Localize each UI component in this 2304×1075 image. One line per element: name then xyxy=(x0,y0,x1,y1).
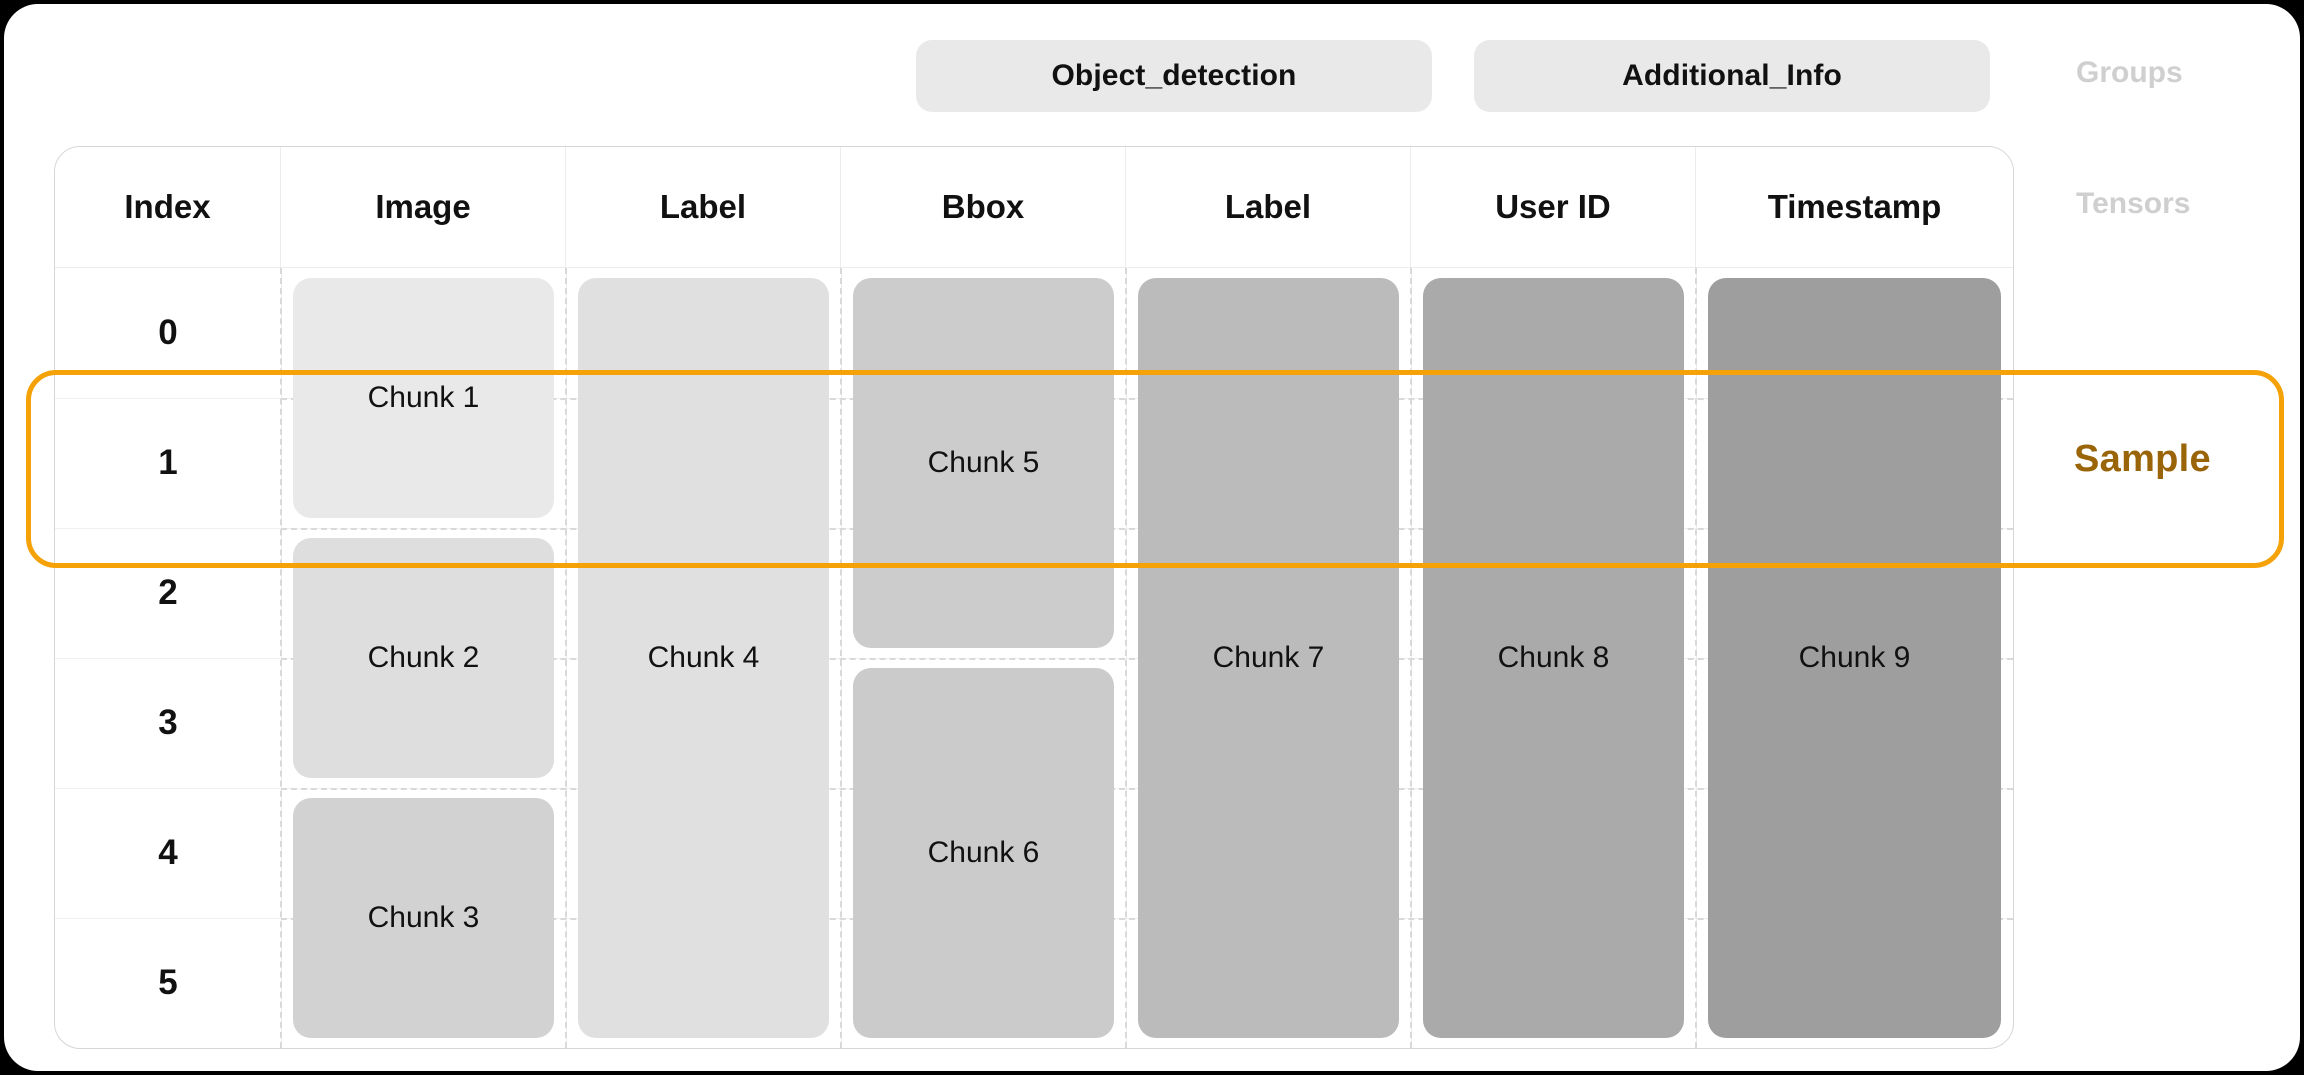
column-header-label2[interactable]: Label xyxy=(1126,147,1411,267)
groups-row: Object_detection Additional_Info xyxy=(4,40,2300,112)
tensors-legend-label: Tensors xyxy=(2076,187,2191,220)
chunk-label: Chunk 4 xyxy=(647,641,760,674)
groups-legend-label: Groups xyxy=(2076,56,2183,89)
column-header-user_id[interactable]: User ID xyxy=(1411,147,1696,267)
chunk-block[interactable]: Chunk 5 xyxy=(853,278,1114,648)
chunk-label: Chunk 7 xyxy=(1212,641,1325,674)
column-header-label: Label xyxy=(659,188,747,225)
chunk-block[interactable]: Chunk 8 xyxy=(1423,278,1684,1038)
app-card: Object_detection Additional_Info Groups … xyxy=(4,4,2300,1071)
group-chip-label: Object_detection xyxy=(1051,59,1297,92)
index-cell-2[interactable]: 2 xyxy=(55,528,281,658)
column-header-label: Image xyxy=(375,188,471,225)
index-cell-value: 2 xyxy=(158,573,178,612)
column-header-label: Label xyxy=(1224,188,1312,225)
chunk-label: Chunk 1 xyxy=(367,381,480,414)
tensors-table: Index Image Label Bbox Label User ID Timestamp… xyxy=(54,146,2014,1049)
group-chip-label: Additional_Info xyxy=(1622,59,1842,92)
column-header-timestamp[interactable]: Timestamp xyxy=(1696,147,2013,267)
chunk-label: Chunk 8 xyxy=(1497,641,1610,674)
index-cell-0[interactable]: 0 xyxy=(55,268,281,398)
column-header-image[interactable]: Image xyxy=(281,147,566,267)
column-header-label: User ID xyxy=(1495,188,1611,225)
index-cell-value: 0 xyxy=(158,313,178,352)
chunk-label: Chunk 6 xyxy=(927,836,1040,869)
group-chip-object-detection[interactable]: Object_detection xyxy=(916,40,1432,112)
chunk-label: Chunk 3 xyxy=(367,901,480,934)
index-cell-4[interactable]: 4 xyxy=(55,788,281,918)
chunk-block[interactable]: Chunk 1 xyxy=(293,278,554,518)
group-chip-additional-info[interactable]: Additional_Info xyxy=(1474,40,1990,112)
column-header-label1[interactable]: Label xyxy=(566,147,841,267)
chunk-block[interactable]: Chunk 9 xyxy=(1708,278,2001,1038)
chunk-block[interactable]: Chunk 2 xyxy=(293,538,554,778)
column-header-index[interactable]: Index xyxy=(55,147,281,267)
chunk-block[interactable]: Chunk 3 xyxy=(293,798,554,1038)
index-cell-5[interactable]: 5 xyxy=(55,918,281,1048)
chunk-label: Chunk 5 xyxy=(927,446,1040,479)
table-header-row: Index Image Label Bbox Label User ID Timestamp xyxy=(55,147,2013,268)
chunk-block[interactable]: Chunk 6 xyxy=(853,668,1114,1038)
chunk-label: Chunk 2 xyxy=(367,641,480,674)
column-header-label: Index xyxy=(124,188,211,225)
index-cell-value: 5 xyxy=(158,963,178,1002)
chunk-label: Chunk 9 xyxy=(1798,641,1911,674)
index-cell-value: 4 xyxy=(158,833,178,872)
column-header-bbox[interactable]: Bbox xyxy=(841,147,1126,267)
index-cell-3[interactable]: 3 xyxy=(55,658,281,788)
chunk-block[interactable]: Chunk 4 xyxy=(578,278,829,1038)
sample-label: Sample xyxy=(2074,438,2211,480)
chunk-block[interactable]: Chunk 7 xyxy=(1138,278,1399,1038)
index-cell-1[interactable]: 1 xyxy=(55,398,281,528)
column-header-label: Bbox xyxy=(941,188,1025,225)
index-cell-value: 1 xyxy=(158,443,178,482)
table-body: 0 1 2 3 4 5 Chunk 1 Chunk 2 Chunk 3 Chunk 4 Chunk … xyxy=(55,268,2013,1048)
index-cell-value: 3 xyxy=(158,703,178,742)
column-header-label: Timestamp xyxy=(1767,188,1942,225)
